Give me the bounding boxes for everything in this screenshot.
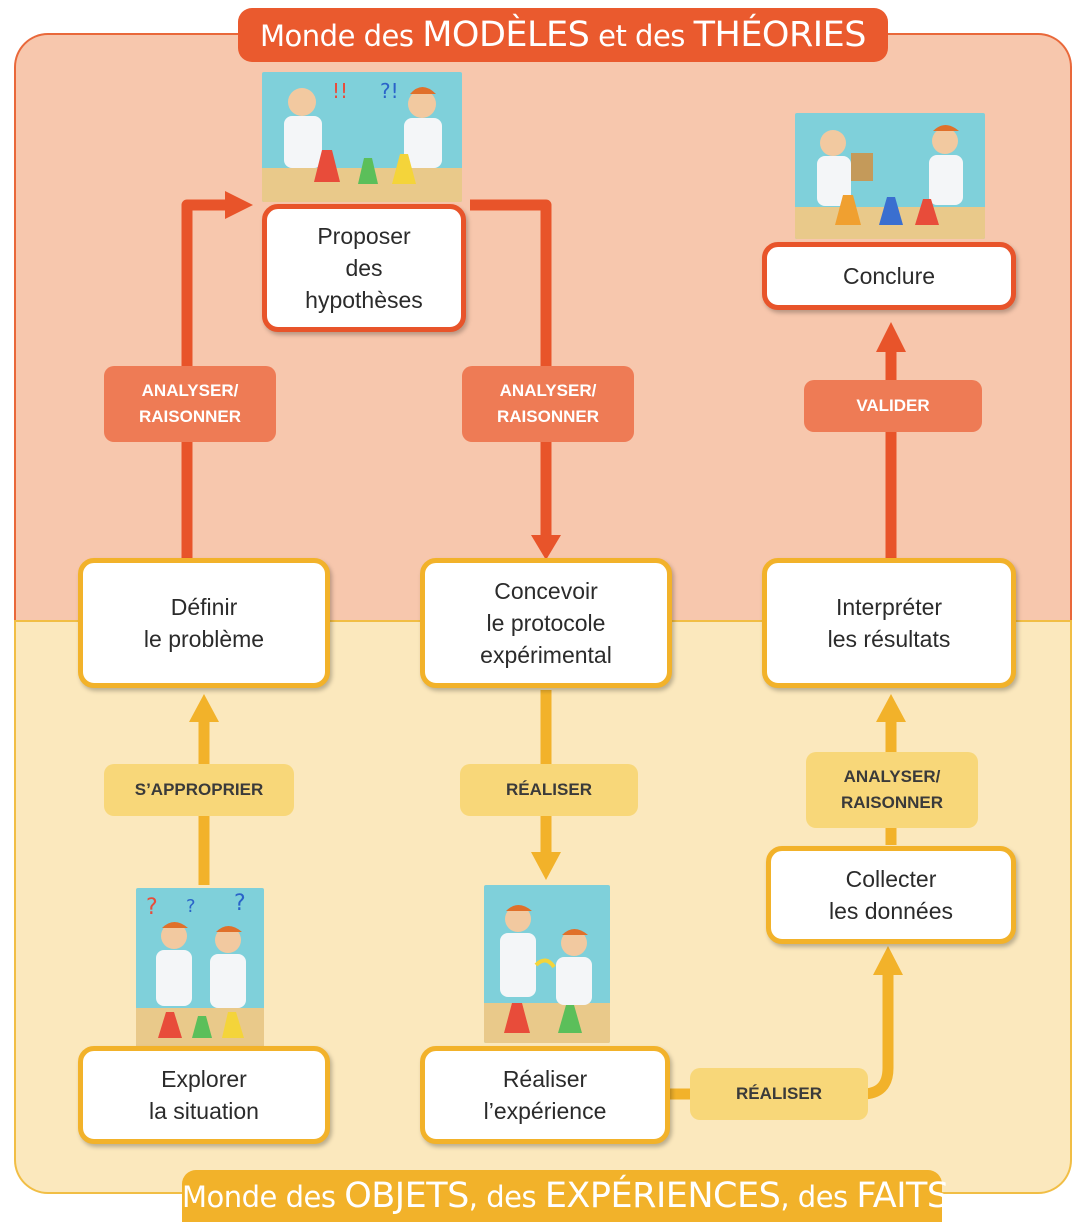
svg-text:?: ? — [234, 891, 246, 916]
step-realiser-experience: Réaliser l’expérience — [420, 1046, 670, 1144]
action-realiser-bottom: RÉALISER — [690, 1068, 868, 1120]
arrowhead-concevoir — [531, 535, 561, 560]
arrowhead-proposer — [225, 191, 253, 219]
arrowhead-interpreter — [876, 694, 906, 722]
step-proposer-hypotheses: Proposer des hypothèses — [262, 204, 466, 332]
facts-banner: Monde des OBJETS, des EXPÉRIENCES, des F… — [182, 1170, 949, 1222]
scientists-hypothesis-illustration: !! ?! — [262, 72, 462, 202]
step-concevoir-protocole: Concevoir le protocole expérimental — [420, 558, 672, 688]
action-realiser-middle: RÉALISER — [460, 764, 638, 816]
arrowhead-definir — [189, 694, 219, 722]
step-definir-probleme: Définir le problème — [78, 558, 330, 688]
arrowhead-realiser — [531, 852, 561, 880]
step-collecter-donnees: Collecter les données — [766, 846, 1016, 944]
action-valider: VALIDER — [804, 380, 982, 432]
svg-text:?: ? — [186, 896, 196, 917]
action-analyser-raisonner-middle: ANALYSER/ RAISONNER — [462, 366, 634, 442]
theories-banner: Monde des MODÈLES et des THÉORIES — [238, 8, 888, 62]
arrowhead-conclure — [876, 322, 906, 352]
action-sapproprier: S’APPROPRIER — [104, 764, 294, 816]
scientists-experiment-illustration — [484, 885, 610, 1043]
step-explorer-situation: Explorer la situation — [78, 1046, 330, 1144]
svg-text:?!: ?! — [380, 79, 399, 103]
action-analyser-raisonner-left: ANALYSER/ RAISONNER — [104, 366, 276, 442]
step-interpreter-resultats: Interpréter les résultats — [762, 558, 1016, 688]
scientists-conclusion-illustration — [795, 113, 985, 239]
svg-text:!!: !! — [332, 79, 348, 103]
arrowhead-collecter — [873, 946, 903, 975]
scientists-exploring-illustration: ? ? ? — [136, 888, 264, 1048]
action-analyser-raisonner-right: ANALYSER/ RAISONNER — [806, 752, 978, 828]
step-conclure: Conclure — [762, 242, 1016, 310]
svg-text:?: ? — [146, 895, 158, 920]
